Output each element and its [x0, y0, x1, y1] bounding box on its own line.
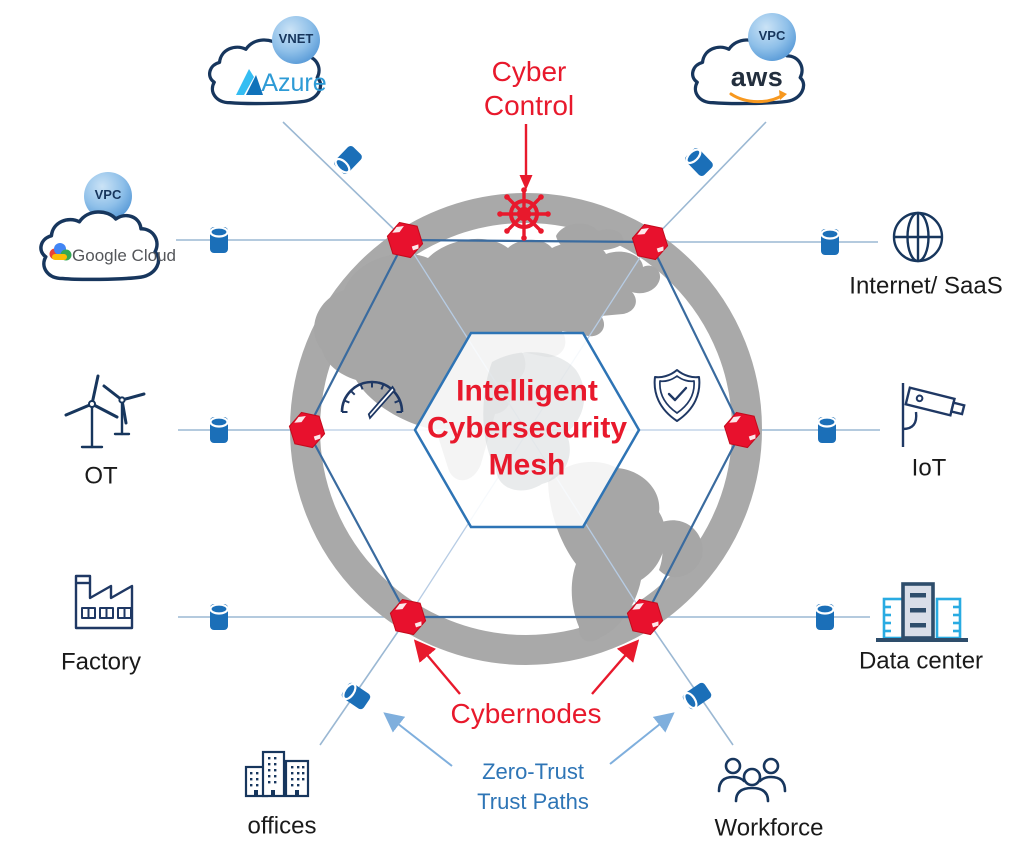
vpc-badge-label-google: VPC [94, 187, 122, 203]
trust-path-aws [649, 121, 767, 243]
annotation-arrows-blue [383, 712, 675, 767]
cybernodes-arrow-right [591, 639, 640, 695]
internet-saas-label: Internet/ SaaS [849, 272, 1003, 300]
cyber-control-label: Cyber Control [484, 55, 574, 123]
cyber-control-line2: Control [483, 90, 575, 121]
connector-azure [331, 143, 365, 177]
offices-icon [244, 750, 310, 798]
trust-path-workforce [644, 616, 734, 746]
cybernodes-label: Cybernodes [450, 698, 602, 730]
wind-turbine-icon [64, 374, 146, 449]
aws-logo-icon [729, 90, 787, 104]
connector-internet [819, 227, 841, 257]
ot-label: OT [84, 462, 118, 490]
zero-trust-line1: Zero-Trust [482, 759, 584, 784]
center-title-line1: Intelligent [456, 374, 598, 408]
workforce-icon [717, 757, 787, 803]
annotation-arrows-red [413, 124, 640, 695]
connector-iot [816, 415, 838, 445]
cybernodes-arrow-left [413, 639, 461, 695]
vpc-badge-sphere-google [84, 172, 132, 220]
vpc-badge-label-aws: VPC [758, 28, 786, 44]
continent-top-right [556, 223, 624, 251]
zero-trust-arrow-right [609, 712, 675, 765]
connector-aws [682, 145, 716, 179]
cyber-control-line1: Cyber [491, 56, 567, 87]
zero-trust-arrow-left [383, 712, 453, 767]
trust-path-offices [319, 616, 409, 746]
center-title-line2: Cybersecurity [426, 411, 628, 445]
connector-offices [339, 680, 373, 712]
vnet-badge-label: VNET [278, 31, 314, 47]
center-hexagon [413, 331, 641, 529]
cyber-control-arrow [519, 124, 533, 190]
connector-ot [208, 415, 230, 445]
connector-factory [208, 602, 230, 632]
factory-label: Factory [60, 648, 142, 676]
data-center-label: Data center [858, 647, 984, 675]
azure-cloud-name: Azure [261, 69, 327, 97]
iot-label: IoT [911, 454, 947, 482]
aws-cloud-name: aws [730, 61, 784, 92]
google-cloud-logo-icon [49, 243, 72, 261]
data-center-icon [876, 582, 968, 642]
trust-path-azure [282, 121, 406, 241]
connector-datacenter [814, 602, 836, 632]
center-title-line3: Mesh [488, 448, 566, 482]
center-hexagon-land-shade [483, 352, 585, 491]
gauge-icon [340, 380, 404, 420]
connector-google [208, 225, 230, 255]
shield-check-icon [653, 369, 701, 422]
center-title: Intelligent Cybersecurity Mesh [427, 373, 627, 484]
offices-label: offices [247, 812, 317, 840]
trust-path-lines [176, 121, 880, 746]
zero-trust-label: Zero-Trust Trust Paths [477, 757, 589, 817]
internet-globe-icon [892, 211, 944, 263]
zero-trust-line2: Trust Paths [477, 789, 589, 814]
vnet-badge-sphere [272, 16, 320, 64]
cctv-camera-icon [901, 383, 966, 447]
ships-wheel-icon [497, 187, 551, 241]
azure-logo-icon [236, 69, 263, 95]
workforce-label: Workforce [714, 814, 824, 842]
connector-workforce [680, 680, 714, 712]
google-cloud-name: Google Cloud [72, 245, 176, 265]
vpc-badge-sphere-aws [748, 13, 796, 61]
factory-icon [74, 574, 134, 630]
